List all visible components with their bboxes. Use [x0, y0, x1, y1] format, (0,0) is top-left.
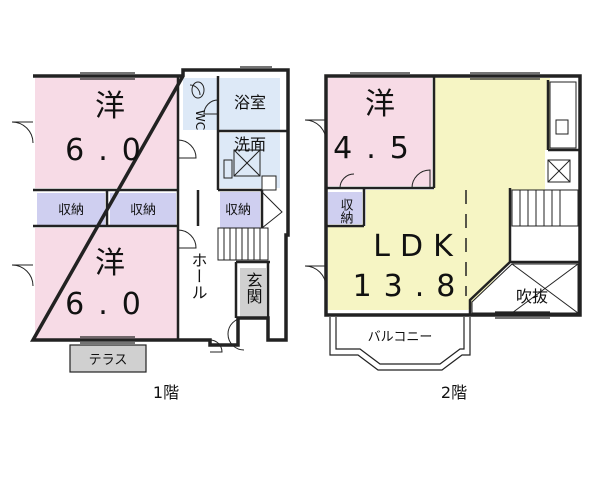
floor1-fixtures — [191, 81, 277, 191]
floor2-fixtures — [547, 81, 577, 183]
floor2-labels: 洋 4.5 LDK 13.8 収納 吹抜 バルコニー 2階 — [333, 87, 548, 402]
room-west-bottom-kind: 洋 — [95, 246, 125, 281]
room-west-2f-fill — [328, 78, 432, 186]
floor1-labels: 洋 6.0 洋 6.0 収納 収納 収納 WC 浴室 洗面 ホール 玄関 テラス… — [58, 89, 266, 402]
storage-mid-fill — [110, 193, 176, 225]
floor2-stairs — [511, 189, 579, 227]
floor1-windows — [80, 66, 272, 344]
storage-mid-label: 収納 — [130, 203, 156, 218]
room-west-top-fill — [35, 78, 177, 188]
ldk-size: 13.8 — [353, 269, 468, 304]
room-west-bottom-size: 6.0 — [65, 287, 155, 322]
balcony-label: バルコニー — [368, 330, 433, 345]
floor1-name: 1階 — [153, 383, 179, 402]
storage-left-fill — [37, 193, 105, 225]
storage-right-fill — [220, 192, 260, 228]
floor2-inner-walls — [326, 76, 580, 315]
void-area — [471, 263, 579, 314]
terrace-label: テラス — [89, 353, 128, 368]
floor1-outer-wall — [29, 68, 290, 347]
floor2-name: 2階 — [441, 383, 467, 402]
balcony — [329, 317, 471, 371]
hall-label: ホール — [189, 252, 208, 300]
floor-1-plan: 洋 6.0 洋 6.0 収納 収納 収納 WC 浴室 洗面 ホール 玄関 テラス… — [11, 66, 290, 402]
toilet-label: WC — [193, 110, 207, 130]
room-west-top-size: 6.0 — [65, 133, 155, 168]
floor2-outer-wall — [324, 74, 582, 317]
floor2-windows — [350, 72, 550, 319]
ldk-kind: LDK — [373, 229, 463, 264]
void-label: 吹抜 — [516, 287, 548, 306]
storage-left-label: 収納 — [58, 203, 84, 218]
storage-2f-fill — [328, 192, 362, 224]
ldk-fill — [328, 78, 550, 310]
room-west-bottom-fill — [35, 228, 179, 340]
floor1-stairs — [217, 191, 283, 261]
washroom-label: 洗面 — [234, 135, 266, 154]
terrace-fill — [69, 344, 147, 373]
entrance-label: 玄関 — [244, 272, 263, 305]
toilet-fill — [183, 78, 217, 130]
floor-2-plan: 洋 4.5 LDK 13.8 収納 吹抜 バルコニー 2階 — [304, 72, 582, 402]
room-west-2f-kind: 洋 — [365, 87, 395, 122]
bath-label: 浴室 — [234, 93, 266, 112]
floor1-doors — [11, 84, 245, 353]
bath-fill — [220, 78, 280, 130]
floor2-doors — [304, 119, 431, 288]
storage-right-label: 収納 — [225, 203, 251, 218]
storage-2f-label: 収納 — [338, 198, 354, 225]
room-west-top-kind: 洋 — [95, 89, 125, 124]
entrance-fill — [240, 268, 266, 318]
room-west-2f-size: 4.5 — [333, 131, 423, 166]
